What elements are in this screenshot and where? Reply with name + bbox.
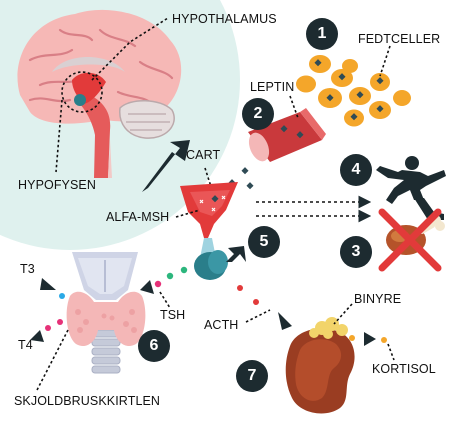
skjoldbruskkirtlen-pointer [35, 329, 69, 393]
badge-7: 7 [236, 360, 268, 392]
kortisol-signal [349, 332, 387, 346]
hypofysen-pointer [55, 99, 63, 173]
badge-4: 4 [340, 154, 372, 186]
tsh-pointer [159, 291, 171, 309]
crossed-out-drumstick-icon [378, 208, 445, 272]
brain-arrow [142, 140, 190, 192]
label-leptin: LEPTIN [250, 80, 295, 94]
t4-signal [30, 319, 63, 342]
fedtceller-pointer [379, 45, 391, 77]
label-fedtceller: FEDTCELLER [358, 32, 441, 46]
label-kortisol: KORTISOL [372, 362, 436, 376]
binyre-pointer [333, 303, 353, 325]
badge-5: 5 [248, 226, 280, 258]
label-binyre: BINYRE [354, 292, 402, 306]
label-alfa-msh: ALFA-MSH [106, 210, 170, 224]
label-t3: T3 [20, 262, 35, 276]
fat-cells-icon [296, 55, 411, 127]
label-tsh: TSH [160, 308, 186, 322]
badge-6: 6 [138, 330, 170, 362]
brain-icon [17, 9, 182, 178]
acth-signal [237, 285, 292, 330]
label-hypothalamus: HYPOTHALAMUS [172, 12, 277, 26]
badge-3: 3 [340, 236, 372, 268]
leptin-muscle-icon [248, 108, 326, 162]
acth-pointer [245, 309, 271, 323]
kidney-adrenal-icon [285, 317, 355, 414]
thyroid-icon [66, 252, 146, 374]
label-hypofysen: HYPOFYSEN [18, 178, 96, 192]
label-skjoldbruskkirtlen: SKJOLDBRUSKKIRTLEN [14, 394, 161, 408]
label-acth: ACTH [204, 318, 239, 332]
kortisol-pointer [387, 343, 395, 361]
t3-signal [40, 278, 65, 299]
leptin-pointer [289, 95, 299, 119]
label-t4: T4 [18, 338, 33, 352]
badge-1: 1 [306, 18, 338, 50]
label-cart: CART [186, 148, 221, 162]
pituitary-arrow [226, 246, 246, 262]
neuron-icon [180, 182, 238, 280]
alfa-msh-pointer [175, 209, 201, 218]
tsh-signal [140, 266, 188, 294]
badge-2: 2 [242, 98, 274, 130]
